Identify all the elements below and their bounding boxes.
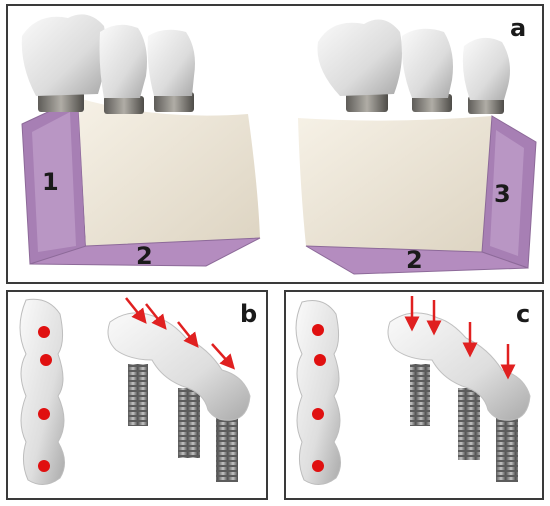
load-dot [38, 408, 50, 420]
abutment [154, 92, 194, 112]
implant [178, 388, 200, 458]
left-block-bottom [29, 237, 261, 267]
load-dot [312, 408, 324, 420]
implant [216, 412, 238, 482]
abutment [346, 92, 388, 112]
load-dot [38, 326, 50, 338]
abutment [38, 92, 84, 112]
load-arrow [125, 297, 147, 324]
abutment [412, 94, 452, 112]
panel-a-illustration: a 1 2 3 2 [21, 14, 537, 275]
load-arrow [145, 303, 167, 330]
panel-c-illustration: c [295, 296, 531, 485]
load-dot [40, 354, 52, 366]
panel-b-illustration: b [19, 297, 257, 485]
crown [401, 28, 453, 98]
crown [147, 29, 195, 96]
load-dot [38, 460, 50, 472]
load-dot [312, 460, 324, 472]
panel-c: c [284, 290, 544, 500]
panel-a: a 1 2 3 2 [6, 4, 544, 284]
crown [21, 14, 106, 96]
load-dot [314, 354, 326, 366]
left-block-label-bottom: 2 [136, 242, 153, 270]
crown [99, 24, 147, 98]
implant [496, 412, 518, 482]
right-block-face [298, 116, 492, 252]
load-dot [312, 324, 324, 336]
right-block-bottom [305, 245, 529, 275]
implant [458, 388, 480, 460]
implant-bridge [107, 312, 251, 482]
load-arrow [211, 343, 236, 370]
crowns [107, 312, 251, 421]
crown [462, 37, 510, 100]
panel-c-letter: c [516, 300, 530, 328]
left-implant-crowns [21, 14, 195, 114]
crowns [387, 312, 531, 421]
right-block-side-inner [490, 130, 524, 256]
load-dots [38, 326, 52, 472]
right-block-label-bottom: 2 [406, 246, 423, 274]
load-arrow [177, 321, 199, 348]
panel-b: b [6, 290, 268, 500]
bridge-occlusal-view [295, 300, 341, 485]
left-block-side-inner [32, 112, 76, 252]
right-block-label-side: 3 [494, 180, 511, 208]
implant-bridge [387, 312, 531, 482]
right-bone-block [298, 115, 537, 275]
abutment [468, 96, 504, 114]
load-arrows [404, 296, 516, 380]
right-implant-crowns [317, 19, 510, 114]
abutment [104, 96, 144, 114]
crown [317, 19, 402, 96]
implant [128, 364, 148, 426]
load-dots [312, 324, 326, 472]
load-arrows [125, 297, 236, 370]
left-bone-block [21, 97, 261, 267]
left-block-label-side: 1 [42, 168, 59, 196]
bridge-occlusal-view [19, 298, 65, 485]
implant [410, 364, 430, 426]
panel-a-letter: a [510, 14, 526, 42]
left-block-face [78, 98, 260, 246]
panel-b-letter: b [240, 300, 257, 328]
